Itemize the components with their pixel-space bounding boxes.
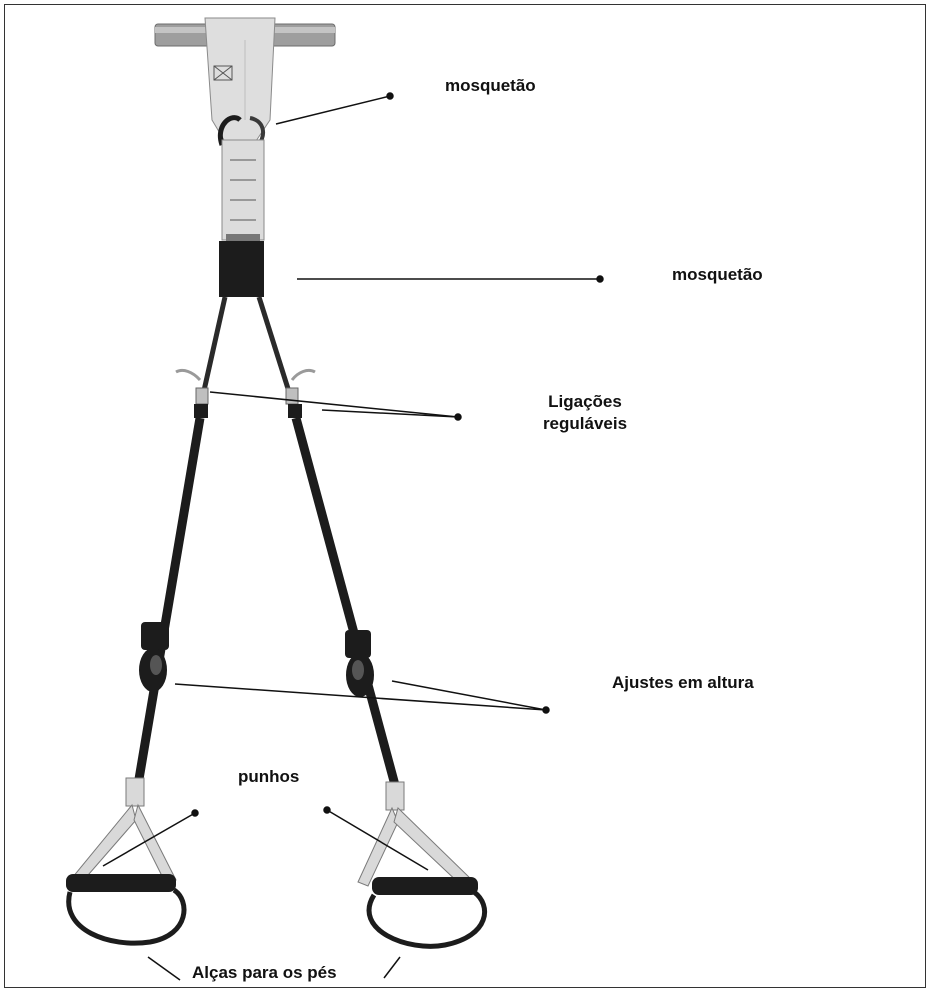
upper-strap-left bbox=[203, 297, 225, 395]
foot-loop-left bbox=[69, 890, 184, 943]
label-adjustable-links-line1: Ligações bbox=[530, 391, 640, 413]
handle-frame-left bbox=[72, 805, 176, 884]
label-adjustable-links-line2: reguláveis bbox=[530, 413, 640, 435]
label-foot-loops: Alças para os pés bbox=[192, 962, 337, 984]
label-carabiner-mid: mosquetão bbox=[672, 264, 763, 286]
grip-right bbox=[372, 877, 478, 895]
label-handles: punhos bbox=[238, 766, 299, 788]
label-carabiner-top: mosquetão bbox=[445, 75, 536, 97]
handle-frame-right bbox=[358, 808, 472, 886]
long-strap-left bbox=[138, 418, 200, 785]
adjustable-link-right bbox=[286, 370, 315, 418]
label-height-adjust: Ajustes em altura bbox=[612, 672, 754, 694]
black-sleeve bbox=[219, 241, 264, 297]
label-adjustable-links: Ligações reguláveis bbox=[530, 391, 640, 435]
grip-left bbox=[66, 874, 176, 892]
upper-strap-right bbox=[259, 297, 290, 395]
long-strap-right bbox=[296, 418, 395, 785]
foot-loop-right bbox=[369, 892, 485, 946]
adjustable-link-left bbox=[176, 370, 208, 418]
main-strap-light bbox=[222, 140, 264, 242]
height-adjust-buckle-left bbox=[139, 622, 169, 692]
height-adjust-buckle-right bbox=[345, 630, 374, 697]
